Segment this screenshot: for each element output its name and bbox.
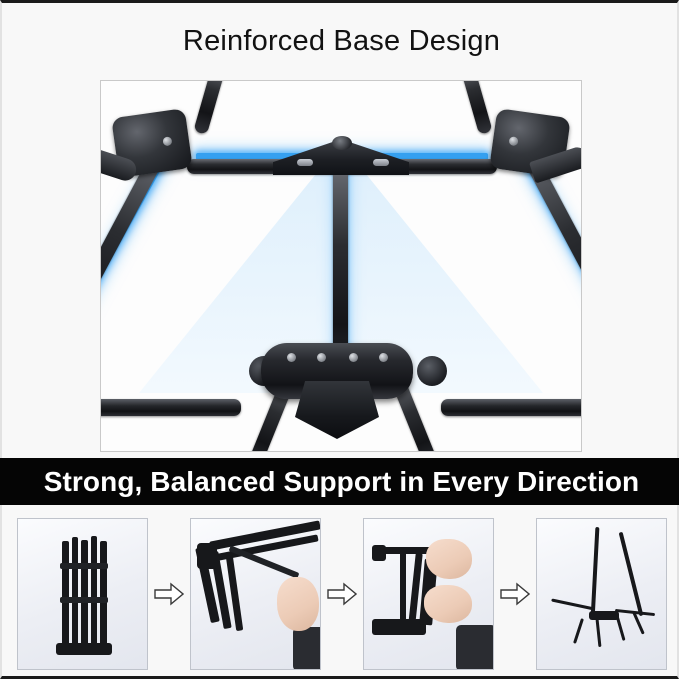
upper-tube-right — [459, 81, 493, 135]
headline-banner: Strong, Balanced Support in Every Direct… — [0, 458, 679, 505]
arrow-cell-3 — [494, 582, 536, 606]
hub-screw-4 — [379, 353, 388, 362]
upper-tube-left — [193, 81, 227, 135]
step-4 — [535, 518, 667, 670]
diagonal-brace-right — [519, 147, 581, 383]
joint-screw-left — [162, 136, 173, 147]
joint-screw-right — [508, 136, 519, 147]
step-3-photo — [362, 518, 494, 670]
hub-screw-1 — [287, 353, 296, 362]
step-2 — [189, 518, 321, 670]
hub-screw-3 — [349, 353, 358, 362]
diagonal-brace-left — [101, 147, 168, 383]
step-4-backdrop — [536, 519, 666, 669]
step-2-photo — [189, 518, 321, 670]
step-arrow-1-icon — [153, 582, 184, 606]
step-1 — [16, 518, 148, 670]
bracket-tab-left — [297, 159, 313, 166]
step-arrow-3-icon — [499, 582, 530, 606]
step-arrow-2-icon — [326, 582, 357, 606]
center-post — [333, 165, 348, 393]
step-3 — [362, 518, 494, 670]
horizontal-arm-left — [101, 399, 241, 416]
page-title: Reinforced Base Design — [182, 25, 501, 57]
arrow-cell-2 — [321, 582, 363, 606]
hub-screw-2 — [317, 353, 326, 362]
step-4-photo — [535, 518, 667, 670]
horizontal-arm-right — [441, 399, 581, 416]
assembly-steps-row — [2, 511, 679, 677]
hub-base-plate — [295, 381, 379, 439]
arrow-cell-1 — [148, 582, 190, 606]
bracket-tab-right — [373, 159, 389, 166]
hero-illustration — [101, 81, 581, 451]
hero-product-photo — [100, 80, 582, 452]
step-1-photo — [16, 518, 148, 670]
headline-banner-text: Strong, Balanced Support in Every Direct… — [43, 465, 640, 497]
bracket-eyelet — [332, 136, 352, 150]
hub-collar-right — [417, 356, 447, 386]
